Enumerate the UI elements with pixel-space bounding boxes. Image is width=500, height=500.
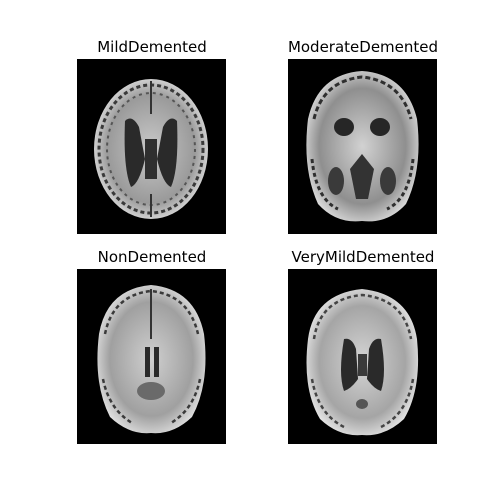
brain-mri-image [77, 269, 226, 444]
brain-scan-mild [77, 59, 226, 234]
brain-scan-moderate [288, 59, 437, 234]
brain-mri-image [288, 269, 437, 444]
brain-scan-very-mild [288, 269, 437, 444]
panel-title: ModerateDemented [287, 38, 439, 56]
brain-scan-non [77, 269, 226, 444]
panel-title: NonDemented [97, 248, 207, 266]
panel-title: VeryMildDemented [291, 248, 435, 266]
panel-title: MildDemented [97, 38, 207, 56]
brain-mri-image [77, 59, 226, 234]
brain-mri-image [288, 59, 437, 234]
